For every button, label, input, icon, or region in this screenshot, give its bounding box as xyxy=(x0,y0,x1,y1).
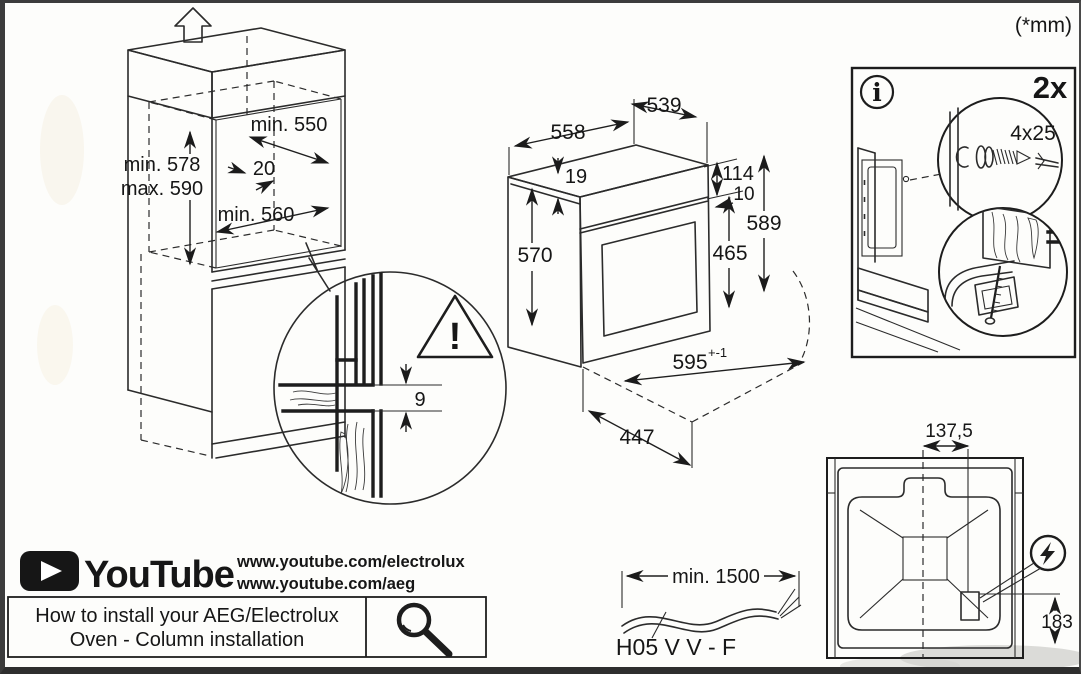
cable-length: min. 1500 xyxy=(672,566,760,588)
cabinet-drawing xyxy=(127,7,346,459)
warning-icon: ! xyxy=(416,294,494,359)
oven-top-width: 539 xyxy=(646,94,681,117)
video-title-line2: Oven - Column installation xyxy=(70,629,305,651)
youtube-logo-icon xyxy=(20,551,79,591)
youtube-brand: YouTube xyxy=(84,554,234,596)
oven-top-inset: 19 xyxy=(565,166,587,188)
cabinet-height-max: max. 590 xyxy=(121,178,203,200)
cable-drawing: min. 1500 H05 V V - F xyxy=(616,566,802,660)
oven-front-width-tol: +-1 xyxy=(708,345,727,360)
video-title-box: How to install your AEG/Electrolux Oven … xyxy=(7,596,487,658)
cabinet-dimensions: min. 578 max. 590 min. 550 20 min. 560 xyxy=(121,114,330,266)
panel-gap-value: 9 xyxy=(414,389,425,411)
power-icon xyxy=(979,534,1067,603)
oven-body-height: 570 xyxy=(517,244,552,267)
wood-fixing-detail-circle xyxy=(938,207,1068,337)
oven-door-height: 465 xyxy=(712,242,747,265)
video-title-line1: How to install your AEG/Electrolux xyxy=(35,605,338,627)
scan-artifacts xyxy=(37,95,1079,667)
oven-panel-height: 114 xyxy=(722,163,754,185)
rear-panel-drawing: 137,5 183 xyxy=(826,421,1073,659)
panel-gap-detail: 9 ! xyxy=(273,242,507,505)
cabinet-depth-bottom: min. 560 xyxy=(218,204,295,226)
open-oven-sketch xyxy=(855,147,961,353)
cabinet-niche-depth: min. 550 xyxy=(251,114,328,136)
oven-door-depth: 447 xyxy=(619,426,654,449)
svg-text:!: ! xyxy=(449,316,462,358)
cabinet-height-min: min. 578 xyxy=(124,154,201,176)
cabinet-rear-gap: 20 xyxy=(253,158,275,180)
magnifier-icon xyxy=(396,602,453,658)
screw-quantity: 2x xyxy=(1033,70,1068,105)
mounting-info-box: i 2x xyxy=(850,66,1077,359)
youtube-url-aeg: www.youtube.com/aeg xyxy=(236,575,415,593)
oven-panel-gap: 10 xyxy=(733,184,754,205)
units-note: (*mm) xyxy=(1015,14,1072,37)
screw-detail-circle: 4x25 xyxy=(937,97,1063,223)
oven-dimensions: 558 539 19 114 10 589 465 570 595 +-1 44… xyxy=(508,94,806,466)
cable-type: H05 V V - F xyxy=(616,634,736,660)
youtube-url-electrolux: www.youtube.com/electrolux xyxy=(236,553,466,571)
oven-drawing xyxy=(507,144,811,468)
svg-text:i: i xyxy=(872,78,882,107)
oven-depth: 558 xyxy=(550,121,585,144)
screw-size: 4x25 xyxy=(1010,122,1056,145)
oven-total-height: 589 xyxy=(746,212,781,235)
oven-front-width: 595 xyxy=(672,351,707,374)
youtube-block: YouTube www.youtube.com/electrolux www.y… xyxy=(7,551,487,658)
rear-offset-x: 137,5 xyxy=(925,421,973,442)
arrow-up-icon xyxy=(174,7,212,43)
rear-offset-y: 183 xyxy=(1041,612,1073,633)
info-icon: i xyxy=(859,74,895,110)
